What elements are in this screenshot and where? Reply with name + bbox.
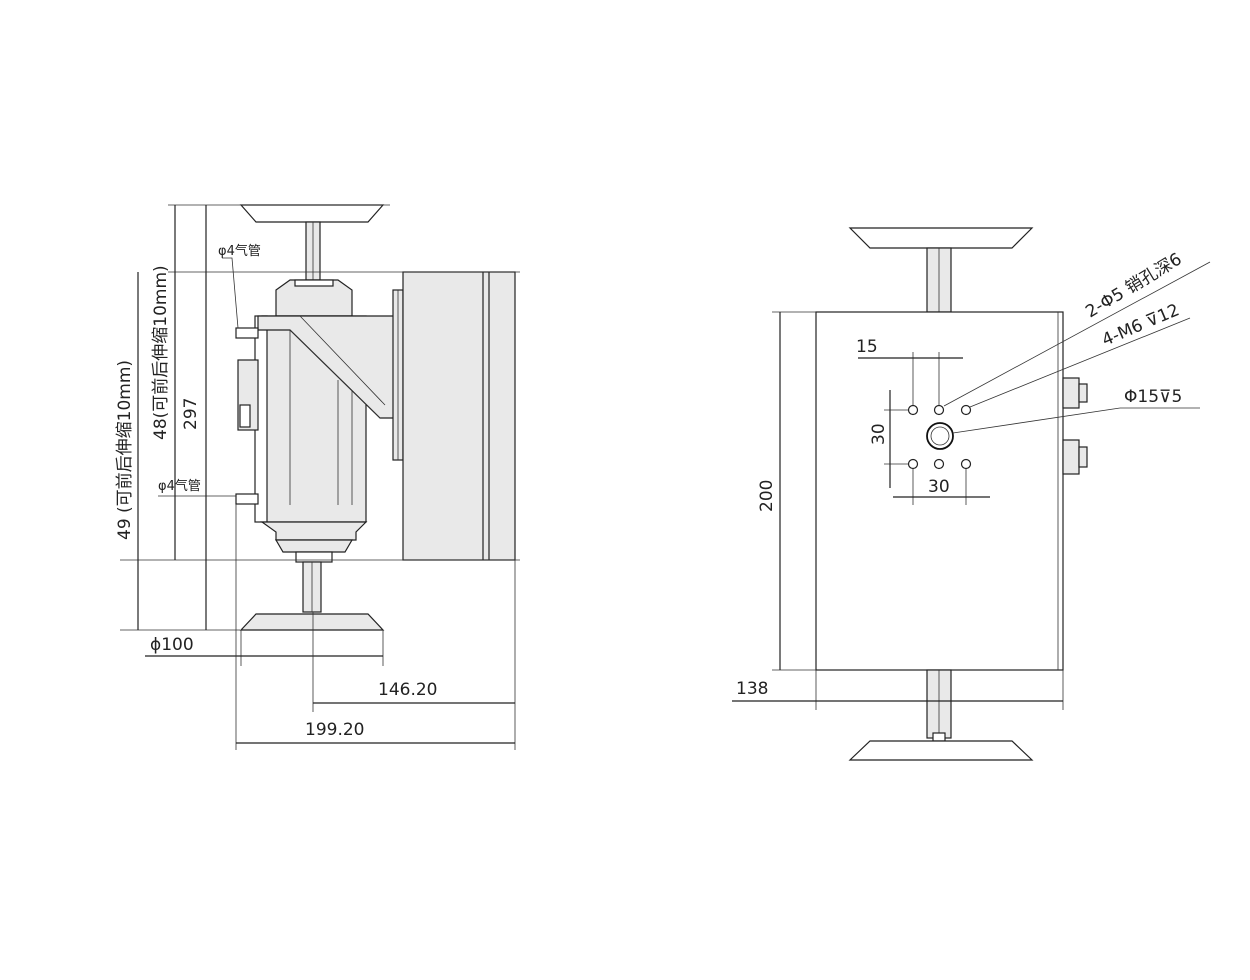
back-housing (402, 271, 516, 561)
hole-m6 (960, 458, 972, 470)
hole-m6 (960, 404, 972, 416)
dim-49: 49 (可前后伸缩10mm) (115, 360, 135, 540)
dim-297: 297 (181, 398, 201, 430)
bottom-suction-cup-front (848, 740, 1034, 761)
leader-pin (943, 261, 1211, 407)
hole-pin (933, 404, 945, 416)
dim-30-vertical: 30 (869, 423, 889, 445)
leader-thread (969, 317, 1191, 408)
dim-138: 138 (736, 679, 768, 699)
dim-146: 146.20 (378, 680, 437, 700)
left-side-view: φ4气管 φ4气管 297 48(可前后伸缩10mm) 49 (可前后伸缩10m… (115, 204, 520, 750)
lower-cylinder-cap (260, 521, 368, 541)
note-bore: Φ15⊽5 (1124, 387, 1182, 407)
tube-fitting-top (235, 327, 259, 339)
hole-m6 (907, 458, 919, 470)
top-suction-cup-front (848, 227, 1034, 249)
leader-bore (952, 407, 1121, 434)
hole-m6 (907, 404, 919, 416)
main-housing-front (815, 311, 1064, 671)
tube-fitting-bottom (235, 493, 259, 505)
hole-pin (933, 458, 945, 470)
dim-15: 15 (856, 337, 878, 357)
center-bore (926, 422, 954, 450)
dim-48: 48(可前后伸缩10mm) (151, 265, 171, 440)
dim-diameter: ϕ100 (150, 635, 194, 655)
side-fitting-bottom (1062, 439, 1080, 475)
dim-199: 199.20 (305, 720, 364, 740)
side-fitting-top (1062, 377, 1080, 409)
dim-30-bottom: 30 (928, 477, 950, 497)
tube-label-top: φ4气管 (218, 243, 261, 259)
tube-label-bottom: φ4气管 (158, 478, 201, 494)
top-suction-cup (239, 204, 385, 223)
right-front-view: 15 30 30 2-Φ5 销孔深6 4-M6 ⊽12 Φ15⊽5 200 13… (732, 227, 1211, 761)
bottom-suction-cup (239, 613, 385, 631)
dim-200: 200 (757, 480, 777, 512)
